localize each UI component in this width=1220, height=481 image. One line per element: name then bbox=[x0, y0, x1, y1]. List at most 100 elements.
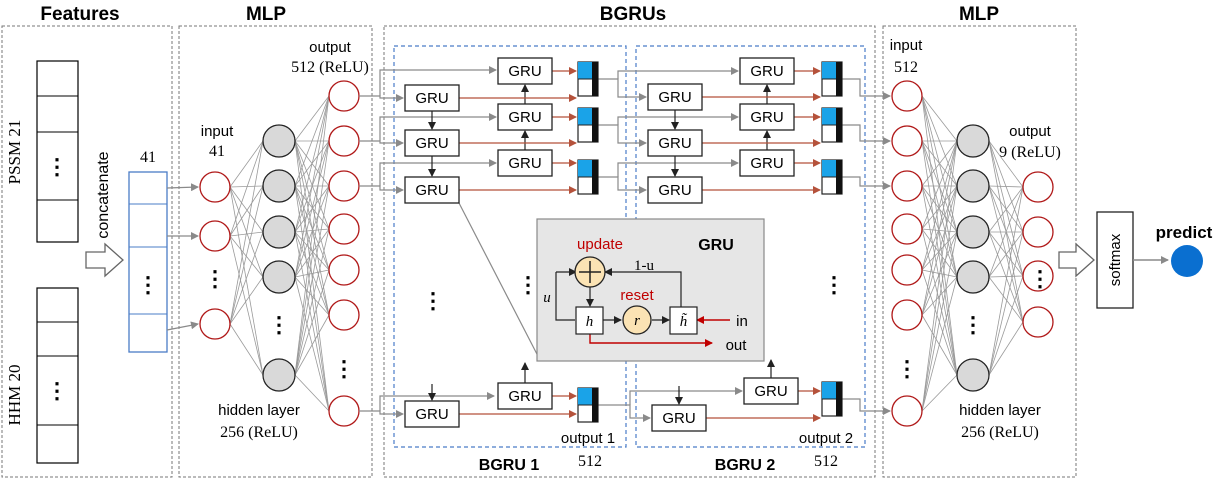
mlp2-connection bbox=[921, 140, 958, 316]
mlp2-output-node bbox=[1022, 216, 1054, 248]
mlp2-connection bbox=[921, 140, 958, 230]
mlp1-connections bbox=[166, 95, 330, 412]
mlp1-input-label: input bbox=[201, 123, 234, 140]
gru-label: GRU bbox=[750, 109, 783, 126]
bgru1-output bbox=[577, 61, 599, 97]
mlp1-connection bbox=[294, 95, 330, 278]
gru-label: GRU bbox=[415, 135, 448, 152]
gru-label: GRU bbox=[415, 182, 448, 199]
mlp2-connection bbox=[988, 321, 1024, 376]
mlp1-connection bbox=[294, 228, 330, 278]
mlp2-output-label: output bbox=[1009, 123, 1052, 140]
mlp2-connection bbox=[988, 140, 1024, 188]
gru-label: GRU bbox=[754, 383, 787, 400]
bgru1-output bbox=[577, 387, 599, 423]
bgru1-backward-gru: GRU bbox=[497, 382, 553, 410]
mlp1-connection bbox=[294, 276, 330, 316]
gru-box bbox=[404, 84, 460, 112]
pssm-label: PSSM 21 bbox=[5, 120, 24, 185]
mlp2-connection bbox=[921, 185, 958, 230]
output1-size: 512 bbox=[578, 453, 602, 470]
mlp2-connection bbox=[921, 140, 958, 233]
features-frame bbox=[1, 25, 173, 478]
mlp1-hidden-node bbox=[262, 169, 296, 203]
output-cell-edge bbox=[836, 108, 842, 142]
mlp1-input-ellipsis: ⋮ bbox=[204, 266, 226, 291]
bgru1-backward-gru: GRU bbox=[497, 149, 553, 177]
bgru1-forward-gru: GRU bbox=[404, 400, 460, 428]
vector-to-input-arrow bbox=[166, 321, 199, 331]
mlp2-connection bbox=[988, 186, 1024, 233]
mlp2-connection bbox=[921, 140, 958, 412]
mlp2-connection bbox=[988, 231, 1024, 323]
gru-cell-title: GRU bbox=[698, 237, 734, 254]
bgru2-forward-gru: GRU bbox=[647, 83, 703, 111]
mlp2-connection bbox=[921, 374, 958, 412]
gru-box bbox=[497, 149, 553, 177]
mlp1-connection bbox=[229, 276, 264, 325]
mlp1-connection bbox=[294, 185, 330, 278]
mlp1-connection bbox=[294, 140, 330, 376]
in-label: in bbox=[736, 313, 748, 330]
mlp1-output-label: output bbox=[309, 39, 352, 56]
gru-label: GRU bbox=[508, 388, 541, 405]
output-cell-edge bbox=[592, 388, 598, 422]
h-label: h bbox=[586, 314, 594, 330]
mlp2-hidden-node bbox=[956, 169, 990, 203]
bgru1-ellipsis: ⋮ bbox=[422, 288, 444, 313]
mlp2-input-size: 512 bbox=[894, 59, 918, 76]
mlp1-connection bbox=[294, 185, 330, 412]
mlp1-connection bbox=[294, 140, 330, 271]
mlp1-hidden-node bbox=[262, 124, 296, 158]
mlp2-connection bbox=[988, 185, 1024, 188]
bgru2-forward-gru: GRU bbox=[647, 129, 703, 157]
layer-link-arrow bbox=[598, 404, 651, 422]
gru-box bbox=[651, 404, 707, 432]
mlp1-connection bbox=[294, 95, 330, 142]
bgru2-output bbox=[821, 381, 843, 417]
mlp2-input-label: input bbox=[890, 37, 923, 54]
mlp2-input-node bbox=[891, 213, 923, 245]
output-cell-forward bbox=[578, 108, 592, 125]
mlp1-output-node bbox=[328, 299, 360, 331]
bgru2-forward-gru: GRU bbox=[647, 176, 703, 204]
reset-label: reset bbox=[620, 287, 654, 304]
gru-label: GRU bbox=[658, 135, 691, 152]
layer-link-arrow bbox=[598, 176, 647, 194]
mlp1-output-size: 512 (ReLU) bbox=[291, 59, 369, 76]
gru-box bbox=[739, 57, 795, 85]
gru-label: GRU bbox=[750, 155, 783, 172]
mlp2-connection bbox=[921, 140, 958, 187]
mlp1-output-node bbox=[328, 254, 360, 286]
gru-label: GRU bbox=[415, 406, 448, 423]
softmax-box bbox=[1096, 211, 1134, 309]
hidden-state-box bbox=[575, 306, 604, 335]
input-arrow bbox=[379, 392, 495, 411]
output-cell-edge bbox=[836, 160, 842, 194]
layer-link-arrow bbox=[598, 124, 647, 147]
mlp2-connection bbox=[921, 276, 958, 412]
bgru2-ellipsis: ⋮ bbox=[823, 272, 845, 297]
mlp1-connection bbox=[229, 140, 264, 188]
mlp1-connection bbox=[294, 228, 330, 376]
mlp2-connection bbox=[988, 231, 1024, 278]
bgru1-backward-gru: GRU bbox=[497, 57, 553, 85]
h-tilde-label: h̃ bbox=[680, 313, 688, 330]
vector-to-input-arrow bbox=[166, 183, 199, 192]
mlp1-connection bbox=[229, 186, 264, 233]
mlp1-hidden-node bbox=[262, 260, 296, 294]
mlp1-connection bbox=[294, 231, 330, 271]
mlp2-connection bbox=[988, 275, 1024, 278]
mlp2-connection bbox=[921, 228, 958, 233]
mlp1-connection bbox=[294, 95, 330, 187]
mlp2-connection bbox=[988, 276, 1024, 323]
mlp2-hidden-node bbox=[956, 260, 990, 294]
mlp2-input-node bbox=[891, 299, 923, 331]
mlp2-output-node bbox=[1022, 306, 1054, 338]
mlp1-connection bbox=[229, 185, 264, 188]
mlp1-hidden-ellipsis: ⋮ bbox=[268, 312, 290, 337]
bgru1-output bbox=[577, 107, 599, 143]
bgru2-backward-gru: GRU bbox=[739, 57, 795, 85]
output2-label: output 2 bbox=[799, 430, 853, 447]
layer-link-arrow bbox=[617, 113, 739, 125]
